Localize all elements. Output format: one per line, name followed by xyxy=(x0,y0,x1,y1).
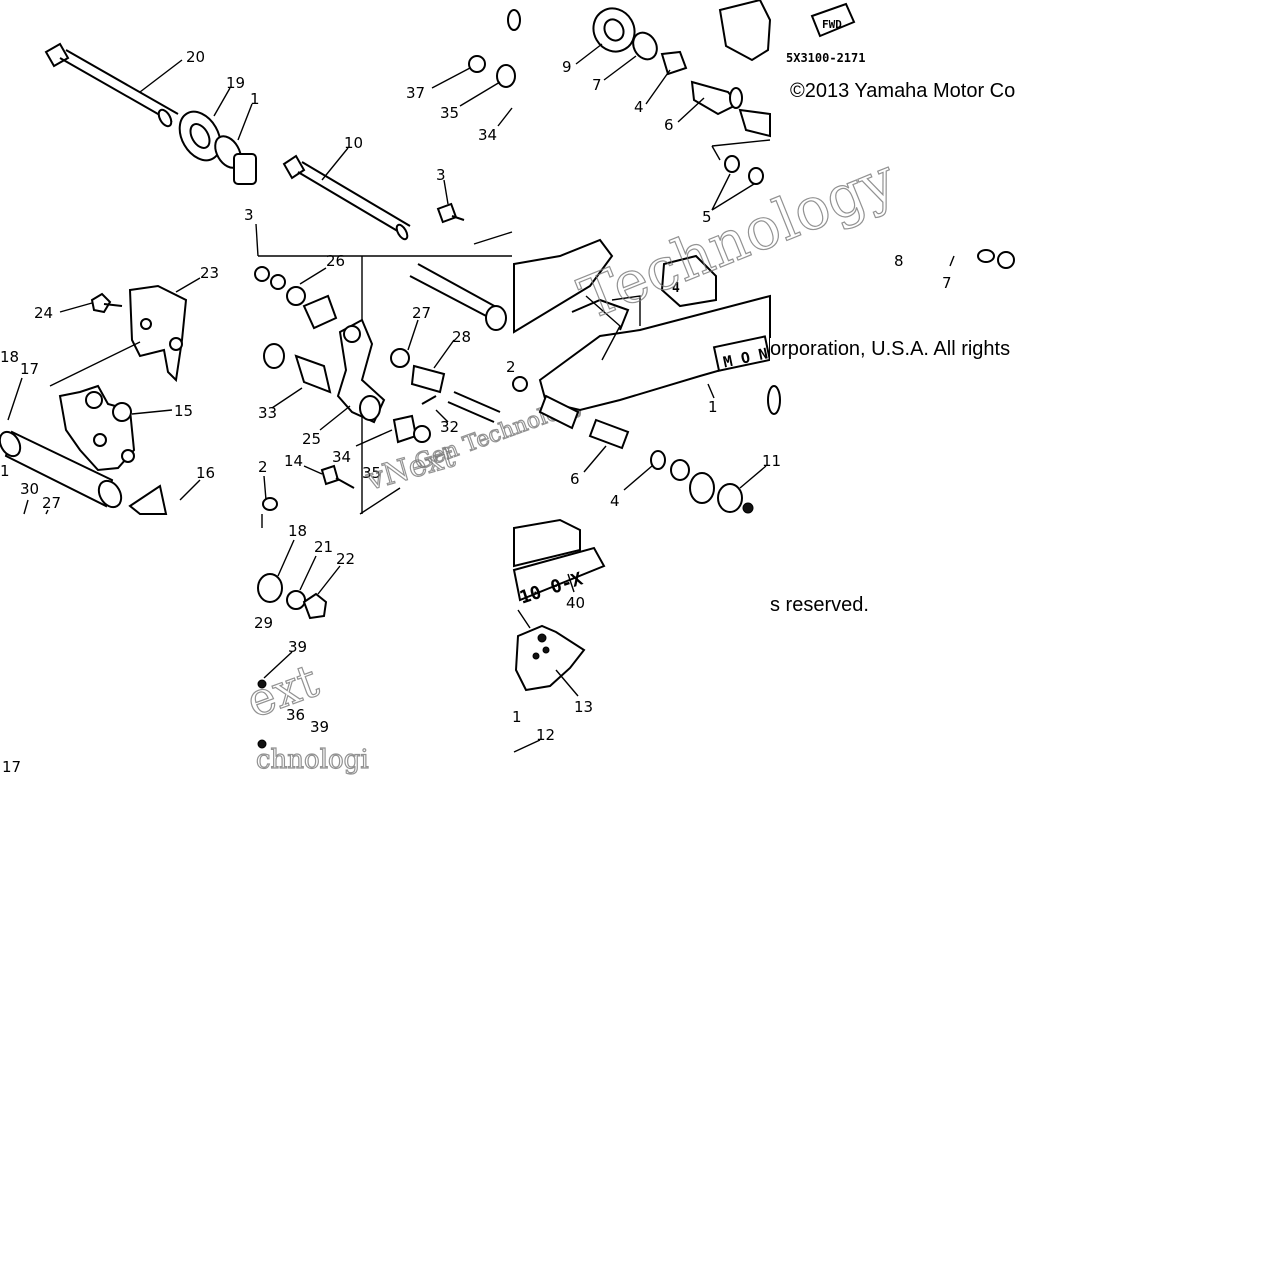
callout-17b: 17 xyxy=(2,758,21,776)
callout-28: 28 xyxy=(452,328,471,346)
callout-13: 13 xyxy=(574,698,593,716)
callout-39: 39 xyxy=(288,638,307,656)
fwd-tag xyxy=(810,2,856,38)
callout-34: 34 xyxy=(478,126,497,144)
washer-21 xyxy=(286,590,306,610)
callout-37: 37 xyxy=(406,84,425,102)
bushing-28 xyxy=(410,364,446,394)
bolt-head-20 xyxy=(44,42,70,68)
callout-1d: 1 xyxy=(512,708,522,726)
fwd-bracket xyxy=(718,0,772,62)
callout-3: 3 xyxy=(436,166,446,184)
callout-26: 26 xyxy=(326,252,345,270)
callout-20: 20 xyxy=(186,48,205,66)
callout-32: 32 xyxy=(440,418,459,436)
svg-text:4: 4 xyxy=(672,281,680,296)
tile-top-right: FWD 5X3100-2171 9 7 4 6 5 xyxy=(507,0,865,226)
copyright-line-2: orporation, U.S.A. All rights xyxy=(770,338,1011,361)
callout-30: 30 xyxy=(20,480,39,498)
collar-28b xyxy=(485,305,507,331)
nut-5b xyxy=(748,167,764,185)
callout-6b: 6 xyxy=(570,470,580,488)
callout-17: 17 xyxy=(20,360,39,378)
callout-23: 23 xyxy=(200,264,219,282)
watermark-chnologi: chnologi xyxy=(256,745,369,775)
callout-40: 40 xyxy=(566,594,585,612)
bearing-7 xyxy=(632,31,658,61)
callout-25: 25 xyxy=(302,430,321,448)
tile-top-left: 20 19 1 24 23 15 16 18 17 1 30 27 xyxy=(0,42,260,515)
diagram-code: 5X3100-2171 xyxy=(786,51,865,65)
callout-5: 5 xyxy=(702,208,712,226)
bushing-6b xyxy=(588,418,630,450)
copyright-line-1: ©2013 Yamaha Motor Co xyxy=(790,80,1016,103)
callout-24: 24 xyxy=(34,304,53,322)
callout-34b: 34 xyxy=(332,448,351,466)
bushing-34 xyxy=(392,414,418,444)
callout-4: 4 xyxy=(634,98,644,116)
callout-19: 19 xyxy=(226,74,245,92)
nut-5a xyxy=(724,155,740,173)
mount-bracket xyxy=(660,254,717,308)
tile-middle-center: 26 25 33 27 28 32 34 35 xyxy=(254,252,589,515)
decal-100x xyxy=(512,546,606,602)
callout-7: 7 xyxy=(592,76,602,94)
callout-1c: 1 xyxy=(708,398,718,416)
callout-10: 10 xyxy=(344,134,363,152)
callout-18b: 18 xyxy=(288,522,307,540)
callout-21: 21 xyxy=(314,538,333,556)
callout-35: 35 xyxy=(440,104,459,122)
copyright-line-3: s reserved. xyxy=(770,594,869,617)
washer-18 xyxy=(257,573,283,603)
callout-2: 2 xyxy=(258,458,268,476)
callout-15: 15 xyxy=(174,402,193,420)
callout-22: 22 xyxy=(336,550,355,568)
bolt-14 xyxy=(320,464,340,486)
callout-11: 11 xyxy=(762,452,781,470)
callout-14: 14 xyxy=(284,452,303,470)
callout-12: 12 xyxy=(536,726,555,744)
block-13 xyxy=(514,624,586,692)
callout-9: 9 xyxy=(562,58,572,76)
tile-middle-right: 2 4 M O N 1 6 4 11 Technology xyxy=(506,144,906,514)
callout-36: 36 xyxy=(286,706,305,724)
callout-33: 33 xyxy=(258,404,277,422)
tile-right-strip: 8 7 xyxy=(894,249,1015,292)
callout-8: 8 xyxy=(894,252,904,270)
callout-16: 16 xyxy=(196,464,215,482)
decal-mon xyxy=(712,335,772,372)
callout-35b: 35 xyxy=(362,464,381,482)
tile-top-middle: 37 35 34 10 3 3 xyxy=(244,55,516,257)
callout-27: 27 xyxy=(42,494,61,512)
callout-6: 6 xyxy=(664,116,674,134)
callout-1: 1 xyxy=(250,90,260,108)
callout-7b: 7 xyxy=(942,274,952,292)
nut-22 xyxy=(302,592,328,620)
callout-18: 18 xyxy=(0,348,19,366)
tile-bottom-middle: 18 21 22 29 39 36 39 ext chnologi xyxy=(239,514,369,776)
callout-2b: 2 xyxy=(506,358,516,376)
bolt-24 xyxy=(90,292,112,314)
callout-27b: 27 xyxy=(412,304,431,322)
callout-1b: 1 xyxy=(0,462,10,480)
callout-3b: 3 xyxy=(244,206,254,224)
bushing-33 xyxy=(294,354,332,394)
callout-4b: 4 xyxy=(610,492,620,510)
seal-27 xyxy=(390,348,410,368)
bracket-23 xyxy=(128,284,188,383)
tile-bottom-right: 10 0-X 40 13 1 12 xyxy=(512,518,606,753)
tile-bottom-left: 17 xyxy=(2,758,21,776)
bushing-6 xyxy=(690,80,740,116)
bushing-26 xyxy=(302,294,338,330)
callout-29: 29 xyxy=(254,614,273,632)
fwd-label: FWD xyxy=(822,18,842,31)
callout-39b: 39 xyxy=(310,718,329,736)
collar-4 xyxy=(660,50,688,76)
seal-9b xyxy=(689,472,715,504)
